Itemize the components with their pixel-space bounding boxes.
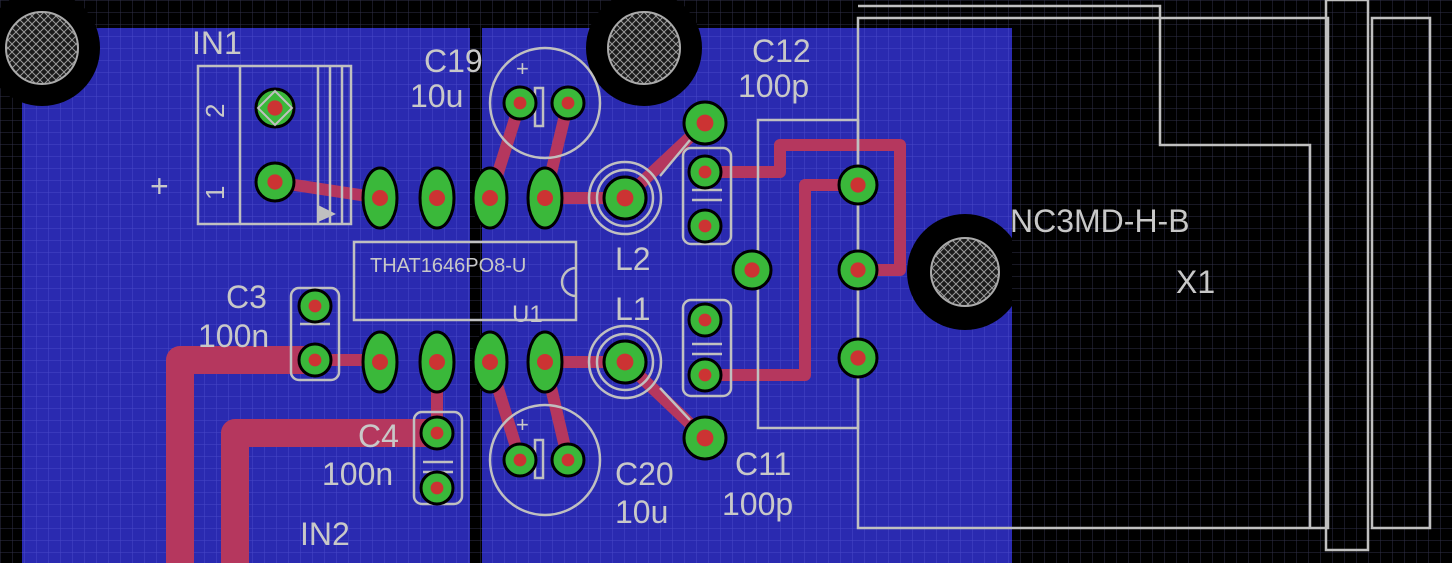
label-connector-value: NC3MD-H-B <box>1010 203 1190 239</box>
in1-plus-label: + <box>150 168 169 204</box>
c19-pad-1-drill <box>513 96 527 110</box>
label-in1: IN1 <box>192 25 242 61</box>
capacitor-outlines <box>289 46 733 517</box>
in1-pad-1-drill <box>267 174 283 190</box>
c20-pad-1-drill <box>513 453 527 467</box>
l2-pad-drill <box>616 189 634 207</box>
label-c11-value: 100p <box>722 486 793 522</box>
c19-pad-2-drill <box>561 96 575 110</box>
mounting-holes <box>0 0 1023 330</box>
label-c19: C19 <box>424 43 483 79</box>
u1-pin-bottom-2-drill <box>429 354 445 370</box>
u1-pin-bottom-1-drill <box>372 354 388 370</box>
u1-pin-top-2-drill <box>429 190 445 206</box>
c20-pad-2-drill <box>561 453 575 467</box>
in1-pin2-label: 2 <box>200 104 230 118</box>
label-ic-value: THAT1646PO8-U <box>370 255 526 277</box>
label-c4: C4 <box>358 418 399 454</box>
c12-pad-1-drill <box>698 165 712 179</box>
c12-pad-2-drill <box>698 219 712 233</box>
x1-pad-shield-drill <box>744 262 760 278</box>
label-c12: C12 <box>752 33 811 69</box>
label-c3: C3 <box>226 279 267 315</box>
in1-pad-2-marker <box>256 89 294 127</box>
x1-grid <box>1012 28 1332 563</box>
label-c20-plus: + <box>516 412 529 437</box>
u1-outline <box>352 240 578 322</box>
u1-pin-bottom-4-drill <box>537 354 553 370</box>
x1-pad-2-drill <box>850 262 866 278</box>
c11-pad-2-drill <box>698 368 712 382</box>
c4-pad-2-drill <box>430 481 444 495</box>
label-c3-value: 100n <box>198 318 269 354</box>
label-l2: L2 <box>615 241 651 277</box>
label-x1: X1 <box>1176 264 1215 300</box>
x1-pad-3-drill <box>850 350 866 366</box>
component-labels: IN1 IN2 C19 10u C12 100p C3 100n C4 100n… <box>192 25 1215 552</box>
u1-pin-top-1-drill <box>372 190 388 206</box>
label-c4-value: 100n <box>322 456 393 492</box>
u1-pin-top-3-drill <box>482 190 498 206</box>
u1-pin-bottom-3-drill <box>482 354 498 370</box>
label-c12-value: 100p <box>738 68 809 104</box>
c3-pad-2-drill <box>308 353 322 367</box>
pads <box>254 85 879 506</box>
c4-pad-1-drill <box>430 426 444 440</box>
label-c19-plus: + <box>516 56 529 81</box>
l1-end-pad-drill <box>696 429 714 447</box>
l2-end-pad-drill <box>696 114 714 132</box>
in1-terminal-block: 2 1 + <box>150 64 353 226</box>
label-c20: C20 <box>615 456 674 492</box>
label-l1: L1 <box>615 291 651 327</box>
in1-pad-2-drill <box>267 100 283 116</box>
label-c20-value: 10u <box>615 494 668 530</box>
c11-pad-1-drill <box>698 313 712 327</box>
label-u1: U1 <box>512 301 543 328</box>
l1-pad-drill <box>616 353 634 371</box>
label-c19-value: 10u <box>410 78 463 114</box>
c3-pad-1-drill <box>308 299 322 313</box>
in1-pin1-label: 1 <box>200 186 230 200</box>
label-in2: IN2 <box>300 516 350 552</box>
x1-pad-1-drill <box>850 177 866 193</box>
label-c11: C11 <box>735 446 791 482</box>
u1-pin-top-4-drill <box>537 190 553 206</box>
